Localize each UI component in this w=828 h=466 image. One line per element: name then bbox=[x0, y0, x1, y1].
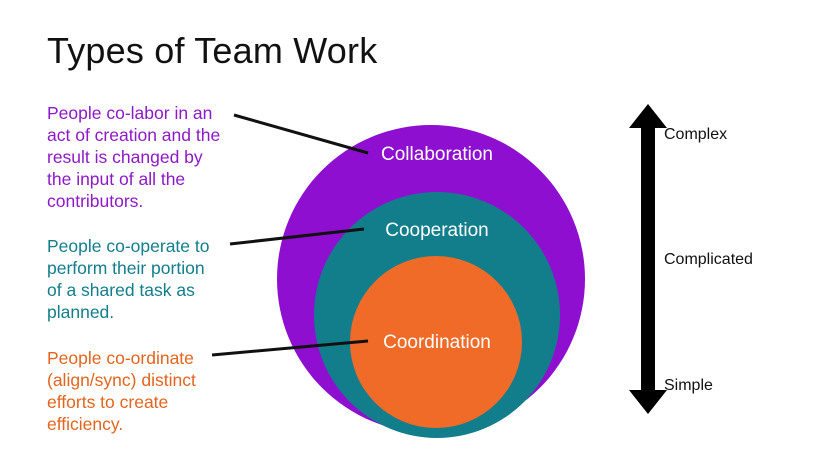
scale-label-simple: Simple bbox=[664, 377, 713, 394]
arrow-down-head-icon bbox=[629, 390, 667, 414]
cooperation-connector-line bbox=[229, 227, 365, 246]
coordination-circle bbox=[350, 256, 522, 428]
cooperation-description-line: planned. bbox=[47, 302, 115, 322]
collaboration-description-line: result is changed by bbox=[47, 147, 203, 167]
scale-label-complex: Complex bbox=[664, 126, 728, 143]
collaboration-description-line: contributors. bbox=[47, 191, 144, 211]
cooperation-label: Cooperation bbox=[385, 220, 489, 241]
coordination-connector-line bbox=[211, 339, 369, 357]
coordination-description-line: (align/sync) distinct bbox=[47, 370, 196, 390]
cooperation-description-line: perform their portion bbox=[47, 258, 205, 278]
page-title: Types of Team Work bbox=[47, 30, 378, 71]
coordination-description-line: efforts to create bbox=[47, 392, 169, 412]
coordination-description: People co-ordinate (align/sync) distinct… bbox=[47, 347, 196, 435]
scale-label-complicated: Complicated bbox=[664, 251, 753, 268]
cooperation-description-line: People co-operate to bbox=[47, 236, 210, 256]
cooperation-description-line: of a shared task as bbox=[47, 280, 195, 300]
complexity-double-arrow-icon bbox=[629, 104, 667, 414]
cooperation-description: People co-operate to perform their porti… bbox=[47, 235, 209, 323]
coordination-label: Coordination bbox=[383, 332, 491, 353]
collaboration-label: Collaboration bbox=[381, 144, 493, 165]
collaboration-description: People co-labor in an act of creation an… bbox=[47, 102, 220, 212]
collaboration-connector-line bbox=[233, 113, 369, 155]
collaboration-description-line: act of creation and the bbox=[47, 125, 221, 145]
arrow-shaft bbox=[641, 124, 655, 396]
coordination-description-line: efficiency. bbox=[47, 414, 124, 434]
collaboration-description-line: People co-labor in an bbox=[47, 103, 213, 123]
coordination-description-line: People co-ordinate bbox=[47, 348, 194, 368]
collaboration-description-line: the input of all the bbox=[47, 169, 186, 189]
arrow-up-head-icon bbox=[629, 104, 667, 128]
